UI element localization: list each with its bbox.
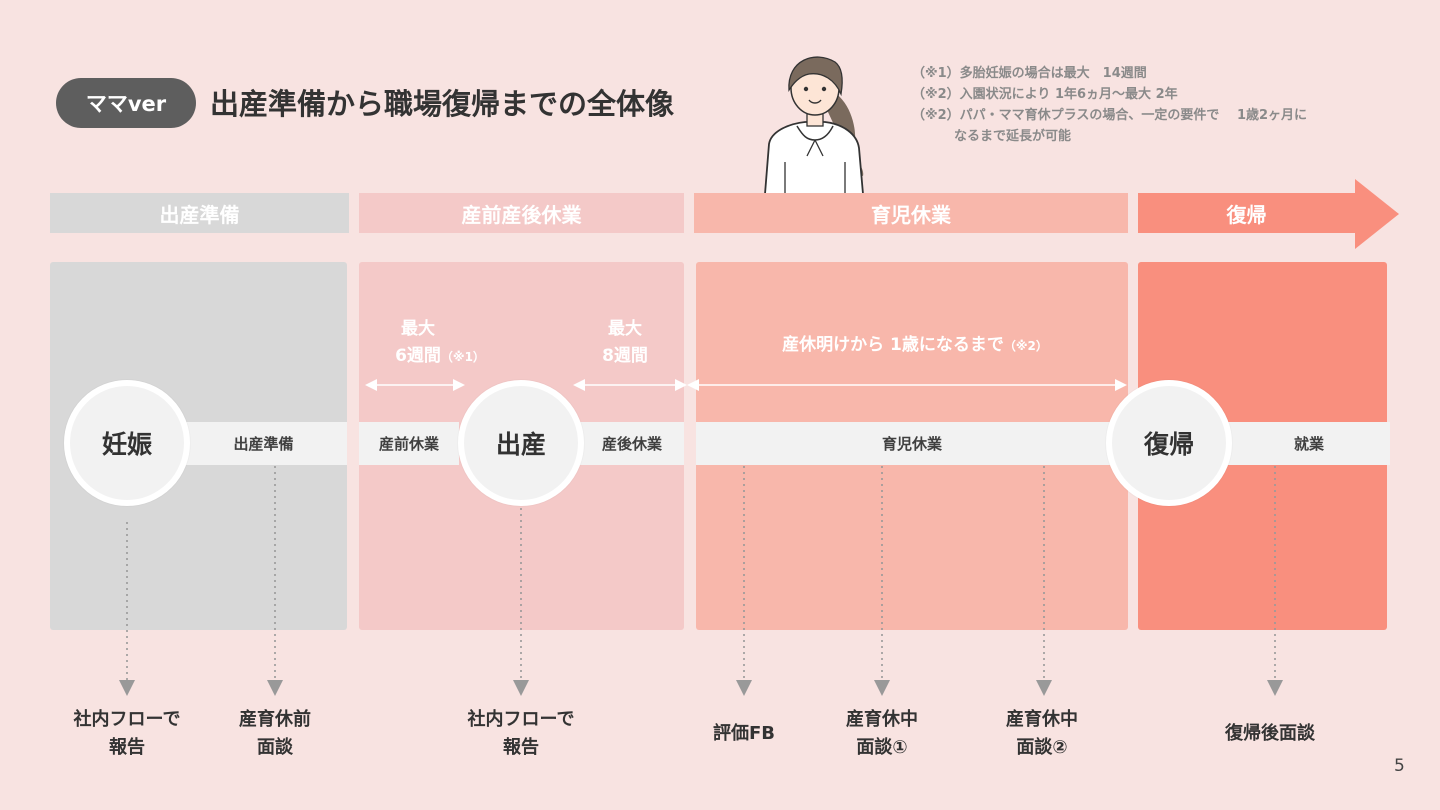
phase-prep: 出産準備 — [50, 193, 349, 233]
postnatal-duration-label: 最大 8週間 — [585, 316, 665, 370]
action-report-birth: 社内フローで 報告 — [451, 706, 591, 762]
timeline-childcare-leave: 育児休業 — [696, 422, 1128, 465]
timeline-prep: 出産準備 — [180, 422, 347, 465]
footnotes: （※1）多胎妊娠の場合は最大 14週間 （※2）入園状況により 1年6ヵ月〜最大… — [912, 63, 1307, 147]
action-label-line: 社内フローで — [467, 709, 575, 730]
action-report-pregnancy: 社内フローで 報告 — [57, 706, 197, 762]
footnote-1: （※1）多胎妊娠の場合は最大 14週間 — [912, 66, 1147, 81]
prenatal-duration-line2: 6週間 — [395, 346, 441, 366]
timeline-arrow-head — [1355, 179, 1399, 249]
postnatal-duration-line2: 8週間 — [602, 346, 648, 366]
action-label-line: 産育休中 — [1006, 709, 1078, 730]
action-label-line: 面談① — [856, 737, 908, 758]
action-post-return-interview: 復帰後面談 — [1200, 720, 1340, 748]
footnote-3-continued: なるまで延長が可能 — [954, 129, 1072, 144]
prenatal-duration-label: 最大 6週間（※1） — [380, 316, 500, 371]
milestone-pregnancy: 妊娠 — [64, 380, 190, 506]
footnote-3: （※2）パパ・ママ育休プラスの場合、一定の要件で 1歳2ヶ月に — [912, 108, 1308, 123]
page-title: 出産準備から職場復帰までの全体像 — [210, 87, 675, 121]
action-label-line: 産育休前 — [239, 709, 311, 730]
woman-illustration-icon — [764, 56, 864, 194]
action-mid-leave-interview-2: 産育休中 面談② — [982, 706, 1102, 762]
footnote-2: （※2）入園状況により 1年6ヵ月〜最大 2年 — [912, 87, 1178, 102]
phase-return: 復帰 — [1138, 193, 1355, 233]
phase-maternity-leave: 産前産後休業 — [359, 193, 684, 233]
prenatal-duration-line1: 最大 — [401, 319, 435, 339]
action-evaluation-feedback: 評価FB — [694, 720, 794, 748]
action-pre-leave-interview: 産育休前 面談 — [215, 706, 335, 762]
action-label-line: 産育休中 — [846, 709, 918, 730]
prenatal-duration-note: （※1） — [440, 350, 485, 364]
phase-childcare-leave: 育児休業 — [694, 193, 1128, 233]
childcare-duration-note: （※2） — [1003, 339, 1048, 353]
mama-version-badge: ママver — [56, 78, 196, 128]
postnatal-duration-line1: 最大 — [608, 319, 642, 339]
timeline-employment: 就業 — [1228, 422, 1390, 465]
action-label-line: 社内フローで — [73, 709, 181, 730]
childcare-duration-text: 産休明けから 1歳になるまで — [782, 335, 1004, 355]
page-number: 5 — [1394, 756, 1405, 776]
action-label-line: 報告 — [109, 737, 145, 758]
timeline-prenatal-leave: 産前休業 — [359, 422, 459, 465]
action-label-line: 復帰後面談 — [1225, 723, 1315, 744]
timeline-postnatal-leave: 産後休業 — [580, 422, 684, 465]
milestone-return: 復帰 — [1106, 380, 1232, 506]
action-label-line: 報告 — [503, 737, 539, 758]
action-label-line: 評価FB — [712, 723, 775, 744]
action-mid-leave-interview-1: 産育休中 面談① — [822, 706, 942, 762]
action-label-line: 面談② — [1016, 737, 1068, 758]
action-label-line: 面談 — [257, 737, 293, 758]
milestone-birth: 出産 — [458, 380, 584, 506]
childcare-duration-label: 産休明けから 1歳になるまで（※2） — [740, 332, 1090, 360]
